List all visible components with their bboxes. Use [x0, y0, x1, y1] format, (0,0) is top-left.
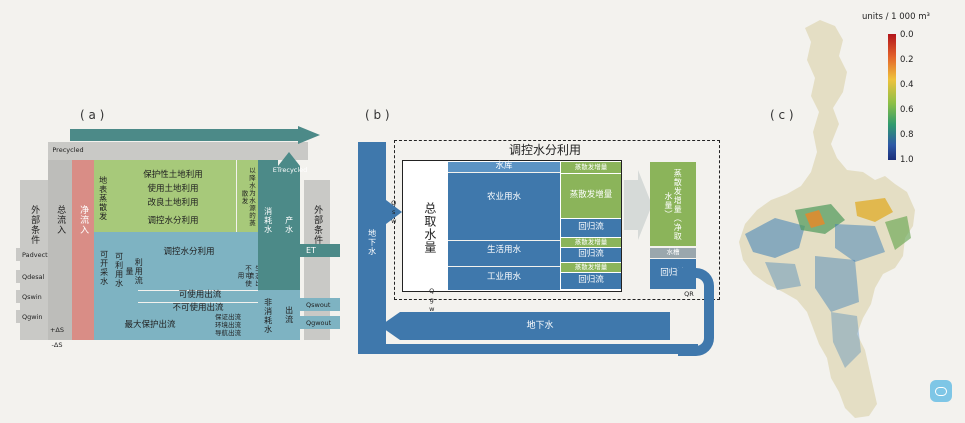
- regulated-use-top-label: 调控水分利用: [147, 216, 199, 227]
- consumed-label: 消耗水: [263, 206, 273, 234]
- right-external-label: 外部条件: [312, 205, 323, 245]
- industry-et-label: 蒸散发增量: [561, 263, 621, 272]
- agriculture-label: 农业用水: [486, 192, 521, 203]
- density-patches: [745, 198, 911, 368]
- net-inflow-column: [72, 160, 94, 340]
- industry-label: 工业用水: [448, 266, 560, 288]
- legend-tick-1: 0.2: [900, 55, 914, 65]
- groundwater-bottom-band: [400, 312, 670, 340]
- return-loop-bottom: [386, 344, 698, 354]
- utilized-label: 利用流量: [125, 257, 144, 285]
- et-recycled-label: ETrecycled: [272, 166, 308, 175]
- regulated-use-title: 调控水分利用: [508, 143, 581, 158]
- precycled-band: [48, 142, 308, 160]
- legend-tick-3: 0.6: [900, 105, 914, 115]
- precycled-label: Precycled: [52, 146, 84, 155]
- legend-tick-5: 1.0: [900, 155, 914, 165]
- utilizable-out-row: [138, 290, 258, 302]
- domestic-et-label: 蒸散发增量: [561, 238, 621, 247]
- speech-bubble-inner-icon: [935, 386, 947, 396]
- et-out-arrow: ET: [300, 244, 340, 257]
- groundwater-arrowhead: [380, 312, 400, 340]
- domestic-return-label: 回归流: [561, 248, 621, 262]
- improved-land-label: 改良土地利用: [147, 198, 199, 209]
- net-et-block: [650, 162, 696, 246]
- speech-bubble-icon[interactable]: [930, 380, 952, 402]
- water-yield-label: 产水: [284, 216, 294, 234]
- panel-a-label: ( a ): [80, 108, 105, 122]
- q-gw-out-arrow: Qgwout: [300, 316, 340, 329]
- total-withdrawal-label: 总取水量: [422, 202, 437, 254]
- regulated-use-label: 调控水分利用: [163, 247, 215, 258]
- q-sw-out-arrow: Qswout: [300, 298, 340, 311]
- domestic-label: 生活用水: [448, 240, 560, 260]
- non-consumed-column: [258, 290, 278, 340]
- total-inflow-label: 总流入: [55, 205, 66, 235]
- basin-map: [739, 20, 915, 418]
- left-external-label: 外部条件: [29, 205, 40, 245]
- legend-tick-4: 0.8: [900, 130, 914, 140]
- q-sw-in-arrow: Qswin: [16, 290, 56, 303]
- q-desal-arrow: Qdesal: [16, 270, 56, 283]
- delta-s-plus: +ΔS: [49, 326, 65, 335]
- et-recycled-arrowhead: [278, 152, 300, 166]
- return-loop: [678, 268, 714, 356]
- teal-block: [94, 232, 258, 340]
- reservoir-et-label: 蒸散发增量: [561, 162, 621, 173]
- non-utilizable-out-label: 不可使用出流: [138, 302, 258, 314]
- water-storage-label: 水槽: [650, 248, 696, 258]
- panel-b-label: ( b ): [365, 108, 390, 122]
- water-yield-column: [278, 166, 300, 290]
- recoverable-label: 可开采水: [99, 250, 109, 286]
- legend-title: units / 1 000 m³: [862, 12, 930, 22]
- reserved-item-1: 保证出流: [215, 313, 241, 322]
- q-gw-label: Qgw: [427, 286, 436, 314]
- flow-arrow-shaft: [624, 180, 640, 230]
- utilizable-out-label: 可使用出流: [178, 290, 222, 301]
- reservoir-label: 水库: [448, 161, 560, 173]
- flow-arrowhead: [638, 170, 652, 240]
- protected-land-label: 保护性土地利用: [143, 170, 203, 181]
- q-gw-in-arrow: Qgwin: [16, 310, 56, 323]
- delta-s-minus: -ΔS: [51, 341, 63, 350]
- q-sw-label: Qsw: [389, 198, 398, 226]
- agriculture-return-label: 回归流: [561, 219, 621, 237]
- incremental-et-label: 以降水为水源的蒸散发: [240, 167, 256, 227]
- reserved-item-3: 导航出流: [215, 329, 241, 338]
- landscape-et-label: 地表蒸散发: [98, 175, 108, 221]
- available-label: 可利用水: [114, 252, 124, 288]
- consumed-column: [258, 160, 278, 290]
- net-et-label: 蒸散发增量（净取水量）: [664, 169, 683, 241]
- ecological-out-label: 生态出流: [246, 265, 261, 288]
- outflow-label: 出流: [284, 306, 294, 324]
- incremental-et-column: [236, 160, 258, 232]
- net-inflow-label: 净流入: [78, 205, 89, 235]
- industry-return-label: 回归流: [561, 273, 621, 289]
- reserved-item-2: 环境出流: [215, 321, 241, 330]
- recycled-arrowhead: [298, 126, 320, 144]
- legend-colorbar: [888, 34, 896, 160]
- q-r-label: QR: [684, 290, 694, 299]
- used-land-label: 使用土地利用: [147, 184, 199, 195]
- groundwater-left-label: 地下水: [367, 228, 377, 256]
- outflow-column: [278, 290, 300, 340]
- non-consumed-label: 非消耗水: [263, 298, 273, 334]
- recycled-top-band: [70, 129, 300, 141]
- right-external-column: [304, 180, 330, 340]
- legend-tick-2: 0.4: [900, 80, 914, 90]
- use-columns: [448, 162, 560, 290]
- sw-arrowhead: [386, 200, 402, 224]
- legend-tick-0: 0.0: [900, 30, 914, 40]
- panel-c-label: ( c ): [770, 108, 794, 122]
- reserved-out-label: 最大保护出流: [124, 320, 176, 331]
- groundwater-bottom-label: 地下水: [526, 320, 554, 331]
- p-advection-arrow: Padvection: [16, 248, 58, 261]
- agriculture-et-label: 蒸散发增量: [561, 174, 621, 218]
- landscape-block: [94, 160, 236, 232]
- unrecoverable-label: 不可使用: [236, 264, 252, 288]
- total-inflow-column: [48, 160, 72, 340]
